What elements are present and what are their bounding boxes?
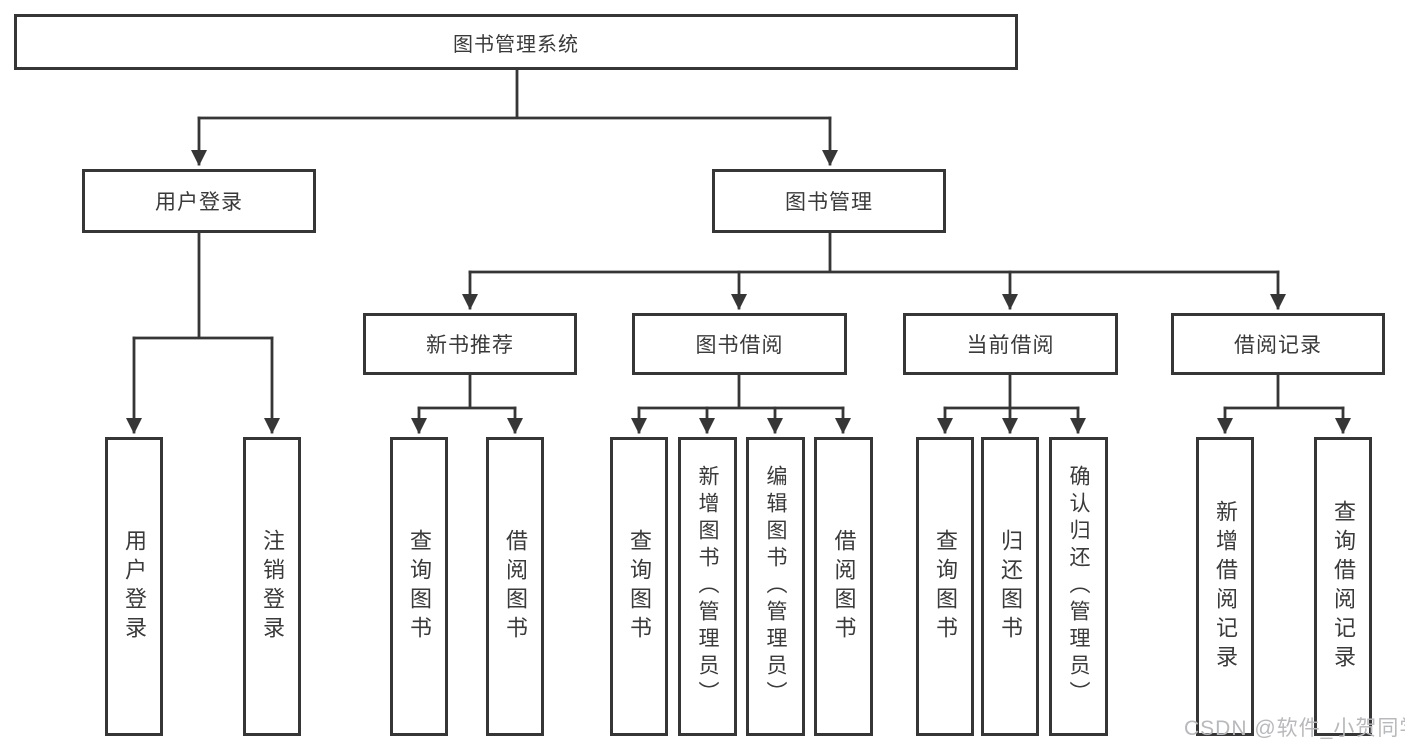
leaf-label: 借阅图书 [831,528,857,645]
leaf-label: 新增借阅记录 [1213,499,1238,674]
leaf-label: 查询借阅记录 [1331,499,1356,674]
leaf-return-book: 归还图书 [981,437,1039,736]
leaf-label: 确认归还（管理员） [1067,465,1090,708]
leaf-borrow-book: 借阅图书 [814,437,873,736]
leaf-logout: 注销登录 [243,437,301,736]
node-borrow-record: 借阅记录 [1171,313,1385,375]
csdn-watermark: CSDN @软件_小贺同学 [1184,717,1405,740]
leaf-query-book-current: 查询图书 [916,437,974,736]
leaf-label: 查询图书 [407,528,432,645]
leaf-confirm-return-admin: 确认归还（管理员） [1049,437,1108,736]
node-label: 图书借阅 [695,334,784,357]
leaf-label: 查询图书 [627,528,652,645]
leaf-label: 新增图书（管理员） [696,465,719,708]
leaf-label: 查询图书 [933,528,958,645]
node-user-login: 用户登录 [82,169,316,233]
leaf-label: 编辑图书（管理员） [764,465,787,708]
leaf-user-login: 用户登录 [105,437,163,736]
node-label: 借阅记录 [1234,334,1322,357]
node-label: 用户登录 [155,191,243,214]
node-book-borrow: 图书借阅 [632,313,847,375]
leaf-add-borrow-record: 新增借阅记录 [1196,437,1254,736]
leaf-query-book-recommend: 查询图书 [390,437,448,736]
node-current-borrow: 当前借阅 [903,313,1118,375]
node-label: 新书推荐 [426,334,514,357]
leaf-label: 归还图书 [998,528,1023,645]
leaf-add-book-admin: 新增图书（管理员） [678,437,737,736]
node-new-book-recommend: 新书推荐 [363,313,577,375]
leaf-edit-book-admin: 编辑图书（管理员） [746,437,805,736]
leaf-borrow-book-recommend: 借阅图书 [486,437,544,736]
node-label: 图书管理系统 [453,33,579,56]
node-book-management: 图书管理 [712,169,946,233]
leaf-query-book-borrow: 查询图书 [610,437,668,736]
node-library-management-system: 图书管理系统 [14,14,1018,70]
leaf-label: 用户登录 [122,528,147,645]
node-label: 当前借阅 [966,334,1055,357]
leaf-label: 注销登录 [260,528,285,645]
leaf-query-borrow-record: 查询借阅记录 [1314,437,1372,736]
node-label: 图书管理 [785,191,873,214]
leaf-label: 借阅图书 [503,528,528,645]
